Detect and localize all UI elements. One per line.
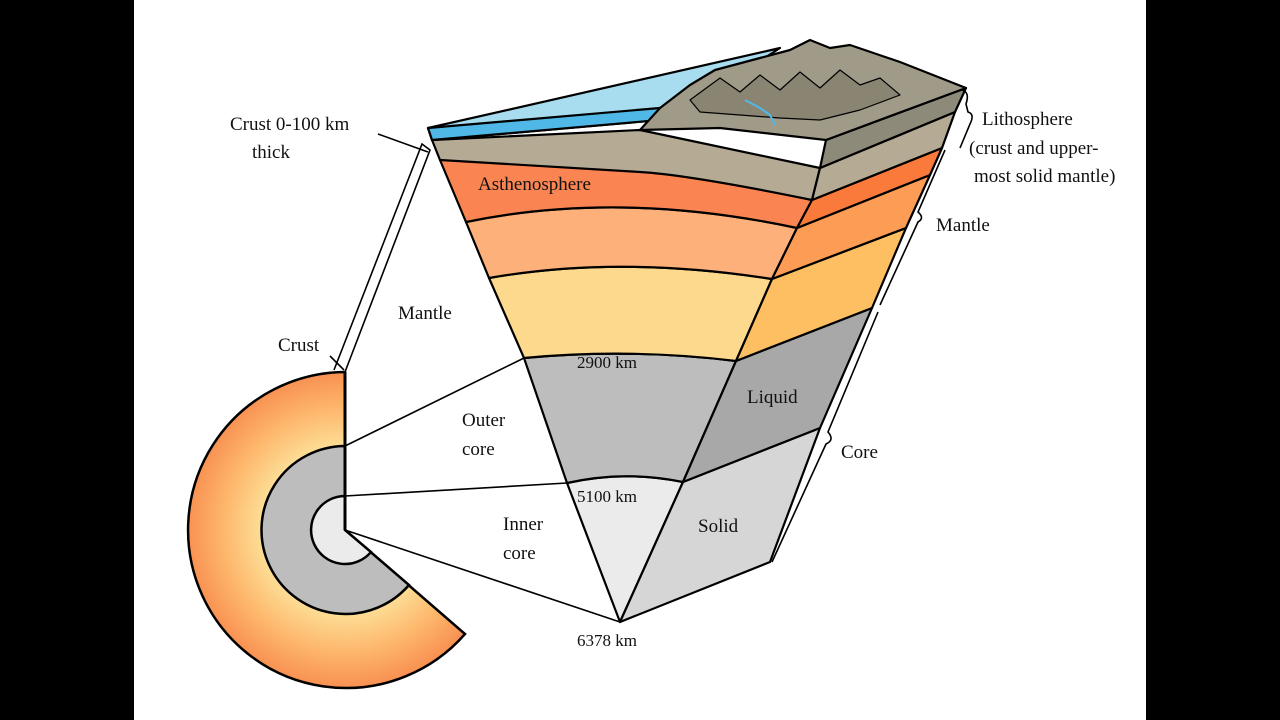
solid-label: Solid [698, 516, 739, 537]
depth-5100-label: 5100 km [577, 487, 637, 506]
mantle-side-label: Mantle [936, 215, 990, 236]
lithosphere-label: Lithosphere [982, 109, 1073, 130]
core-side-label: Core [841, 442, 878, 463]
mantle-label: Mantle [398, 303, 452, 324]
crust-thickness-label-2: thick [252, 142, 290, 163]
outer-core-label-2: core [462, 439, 495, 460]
liquid-label: Liquid [747, 387, 798, 408]
inner-core-label: Inner [503, 514, 544, 535]
outer-core-label: Outer [462, 410, 506, 431]
lithosphere-label-3: most solid mantle) [974, 166, 1115, 187]
lower-mantle-front [489, 267, 772, 361]
globe-cross-section [188, 372, 465, 688]
asthenosphere-label: Asthenosphere [478, 174, 591, 195]
crust-connector [334, 144, 430, 372]
inner-core-label-2: core [503, 543, 536, 564]
depth-6378-label: 6378 km [577, 631, 637, 650]
depth-2900-label: 2900 km [577, 353, 637, 372]
lithosphere-label-2: (crust and upper- [969, 138, 1098, 159]
crust-thickness-label: Crust 0-100 km [230, 114, 350, 135]
crust-label: Crust [278, 335, 320, 356]
globe-inner-core [311, 496, 371, 564]
